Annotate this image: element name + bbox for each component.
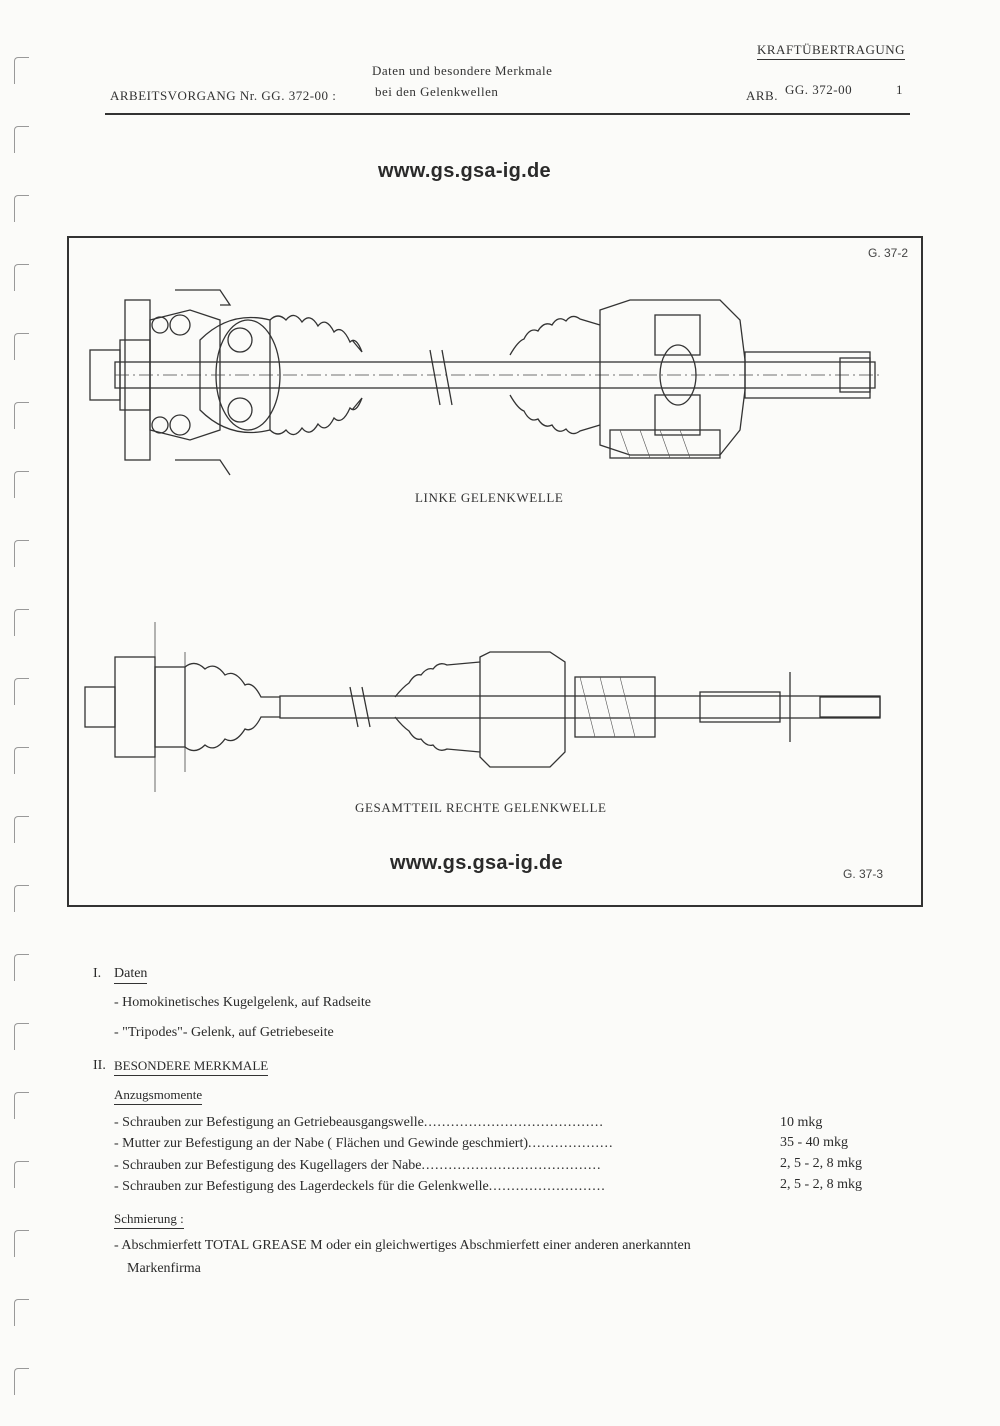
caption-right-shaft: GESAMTTEIL RECHTE GELENKWELLE (355, 800, 607, 815)
right-drive-shaft-drawing (84, 622, 881, 792)
torque-row-2-label: - Mutter zur Befestigung an der Nabe ( F… (114, 1136, 614, 1151)
caption-left-shaft: LINKE GELENKWELLE (415, 490, 564, 505)
torque-subheading: Anzugsmomente (114, 1087, 203, 1105)
page-number: 1 (896, 82, 903, 97)
section2-heading: BESONDERE MERKMALE (114, 1058, 269, 1076)
torque-row-1-value: 10 mkg (780, 1115, 823, 1130)
watermark-top: www.gs.gsa-ig.de (378, 160, 551, 182)
left-drive-shaft-drawing (89, 289, 880, 476)
figure-frame (67, 236, 923, 907)
category-label: KRAFTÜBERTRAGUNG (757, 42, 906, 60)
lubrication-text-line1: - Abschmierfett TOTAL GREASE M oder ein … (114, 1238, 691, 1253)
data-item-1: - Homokinetisches Kugelgelenk, auf Radse… (114, 995, 371, 1010)
watermark-bottom: www.gs.gsa-ig.de (390, 852, 563, 874)
torque-row-2-value: 35 - 40 mkg (780, 1135, 849, 1150)
arb-label: ARB. (746, 88, 778, 103)
operation-number: ARBEITSVORGANG Nr. GG. 372-00 : (110, 88, 337, 103)
lubrication-subheading: Schmierung : (114, 1211, 184, 1229)
data-item-2: - "Tripodes"- Gelenk, auf Getriebeseite (114, 1025, 334, 1040)
torque-row-1-label: - Schrauben zur Befestigung an Getriebea… (114, 1115, 604, 1130)
torque-row-3-label: - Schrauben zur Befestigung des Kugellag… (114, 1158, 602, 1173)
header-title-line1: Daten und besondere Merkmale (372, 63, 553, 78)
header-rule (105, 113, 910, 115)
arb-code: GG. 372-00 (785, 82, 853, 97)
torque-row-4-label: - Schrauben zur Befestigung des Lagerdec… (114, 1179, 606, 1194)
torque-row-3-value: 2, 5 - 2, 8 mkg (780, 1156, 863, 1171)
section1-heading: Daten (114, 966, 148, 984)
figure-ref-bottom: G. 37-3 (843, 867, 884, 881)
lubrication-text-line2: Markenfirma (127, 1261, 201, 1276)
section2-number: II. (93, 1058, 106, 1073)
header-title-line2: bei den Gelenkwellen (375, 84, 499, 99)
torque-row-4-value: 2, 5 - 2, 8 mkg (780, 1177, 863, 1192)
section1-number: I. (93, 966, 102, 981)
figure-ref-top: G. 37-2 (868, 246, 909, 260)
